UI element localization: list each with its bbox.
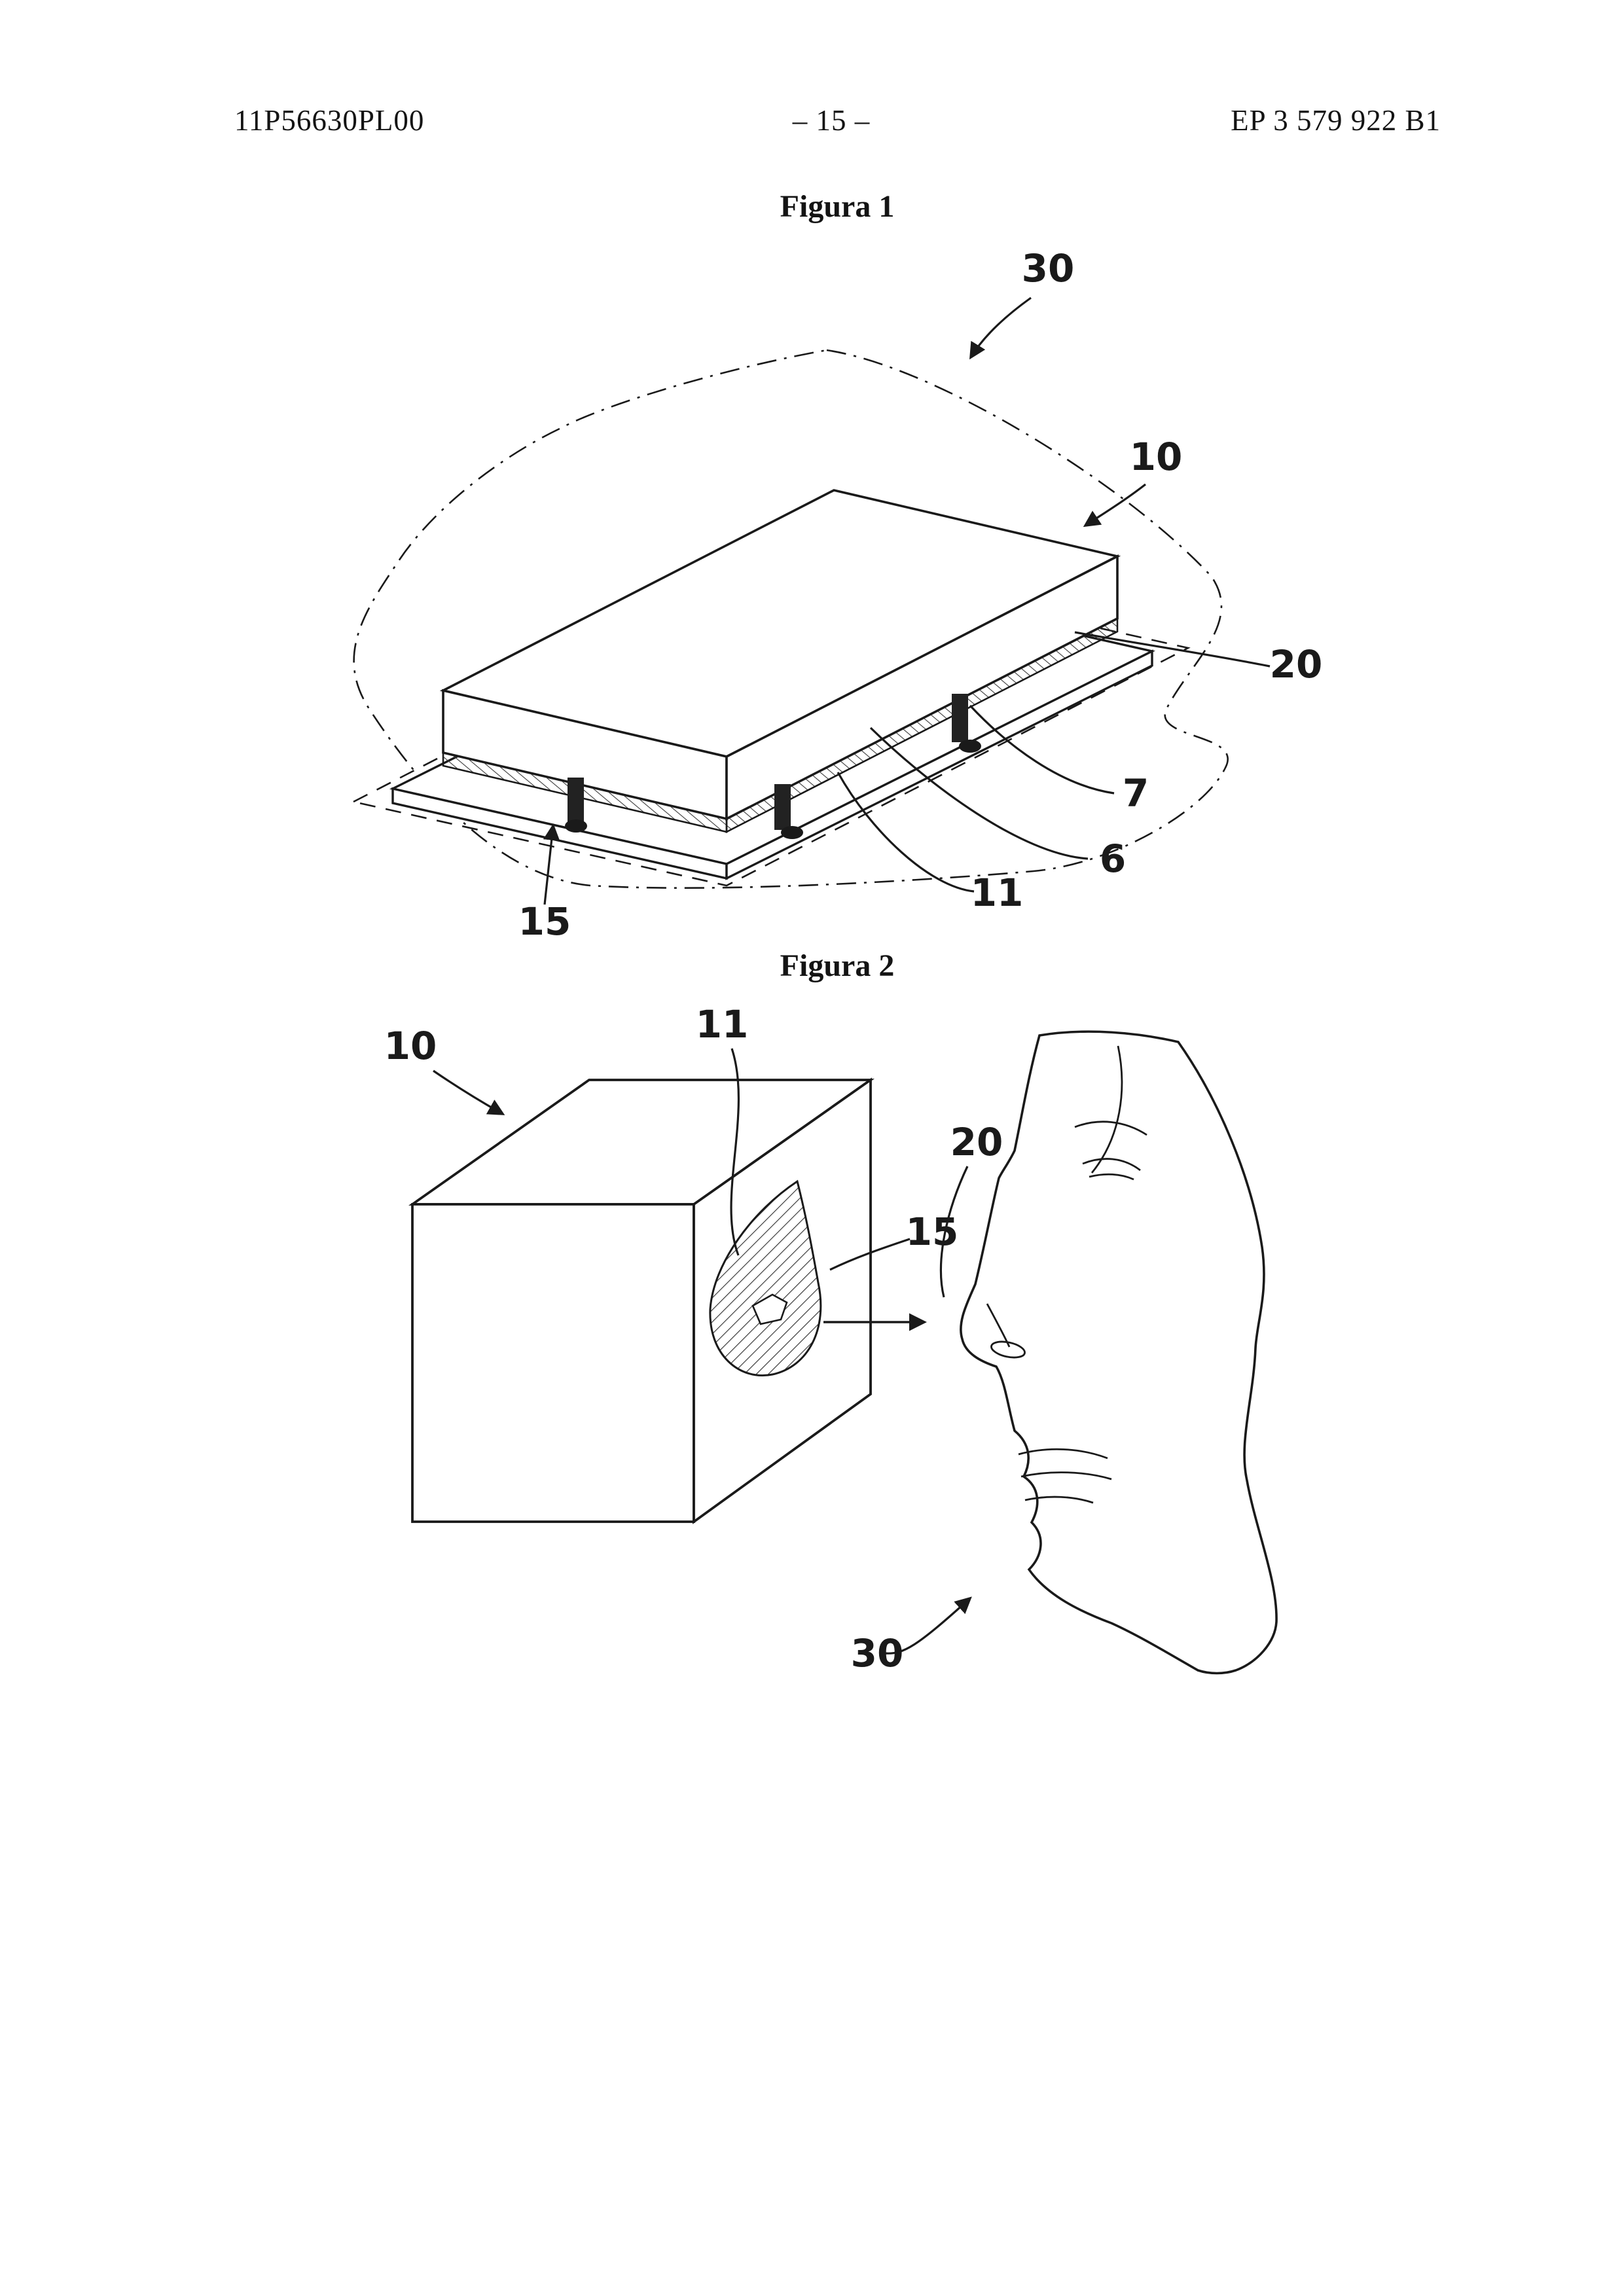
- cone-aperture: [751, 1293, 788, 1325]
- leader-7: [969, 704, 1115, 795]
- label-fig2-10: 10: [384, 1024, 437, 1068]
- mounting-dot: [565, 819, 587, 833]
- upper-lip-line: [1018, 1448, 1108, 1460]
- light-cone: [709, 1179, 822, 1376]
- label-fig1-15: 15: [518, 899, 571, 944]
- label-fig2-15: 15: [906, 1210, 959, 1254]
- leader-30: [884, 1596, 972, 1655]
- label-fig2-30: 30: [851, 1631, 904, 1676]
- leader-20: [1074, 631, 1271, 668]
- device-slab: [439, 489, 1121, 821]
- figure1-leaders: [543, 296, 1271, 905]
- mouth-line: [1020, 1471, 1112, 1480]
- label-fig2-20: 20: [950, 1120, 1003, 1164]
- mounting-dot: [781, 826, 803, 839]
- face-profile: [960, 1030, 1278, 1675]
- figure1-drawing: 30 10 20 7 6 11 15: [351, 246, 1323, 944]
- label-fig1-30: 30: [1022, 246, 1075, 291]
- nostril: [990, 1340, 1026, 1359]
- under-layer-strips: [442, 617, 1119, 834]
- leader-10: [433, 1069, 505, 1115]
- leader-11: [730, 1048, 740, 1256]
- patent-publication-number: EP 3 579 922 B1: [1231, 104, 1441, 137]
- leader-20: [939, 1166, 969, 1298]
- mounting-dot: [959, 740, 981, 753]
- figure1-title: Figura 1: [780, 189, 895, 224]
- figure2-title: Figura 2: [780, 948, 895, 983]
- eyebrow-line: [1074, 1121, 1147, 1136]
- leader-15: [543, 823, 560, 905]
- leader-15: [829, 1238, 911, 1271]
- spacer-post: [568, 778, 584, 825]
- leader-11: [837, 772, 975, 893]
- label-fig1-6: 6: [1100, 836, 1126, 881]
- page-number: – 15 –: [792, 104, 871, 137]
- cube-front-face: [411, 1203, 695, 1523]
- spacer-posts: [568, 694, 968, 830]
- enclosure-outline: [353, 349, 1229, 889]
- nose-side-line: [986, 1303, 1011, 1348]
- figure2-drawing: 10 11 20 15 30: [384, 1002, 1278, 1676]
- eyelid-line: [1089, 1173, 1134, 1181]
- spacer-post: [774, 784, 791, 830]
- face-outline: [960, 1030, 1278, 1675]
- leader-6: [869, 726, 1089, 860]
- label-fig1-7: 7: [1123, 771, 1149, 816]
- spacer-post: [952, 694, 968, 742]
- mounting-dots: [565, 740, 981, 839]
- document-reference-number: 11P56630PL00: [234, 104, 425, 137]
- label-fig2-11: 11: [696, 1002, 749, 1047]
- eye-line: [1082, 1158, 1141, 1172]
- leader-30: [969, 296, 1032, 360]
- leader-10: [1083, 483, 1146, 528]
- label-fig1-20: 20: [1270, 642, 1323, 687]
- label-fig1-11: 11: [971, 870, 1024, 915]
- figure2-leaders: [433, 1048, 972, 1655]
- label-fig1-10: 10: [1130, 435, 1183, 479]
- cone-body: [709, 1179, 822, 1376]
- lower-lip-line: [1024, 1496, 1094, 1504]
